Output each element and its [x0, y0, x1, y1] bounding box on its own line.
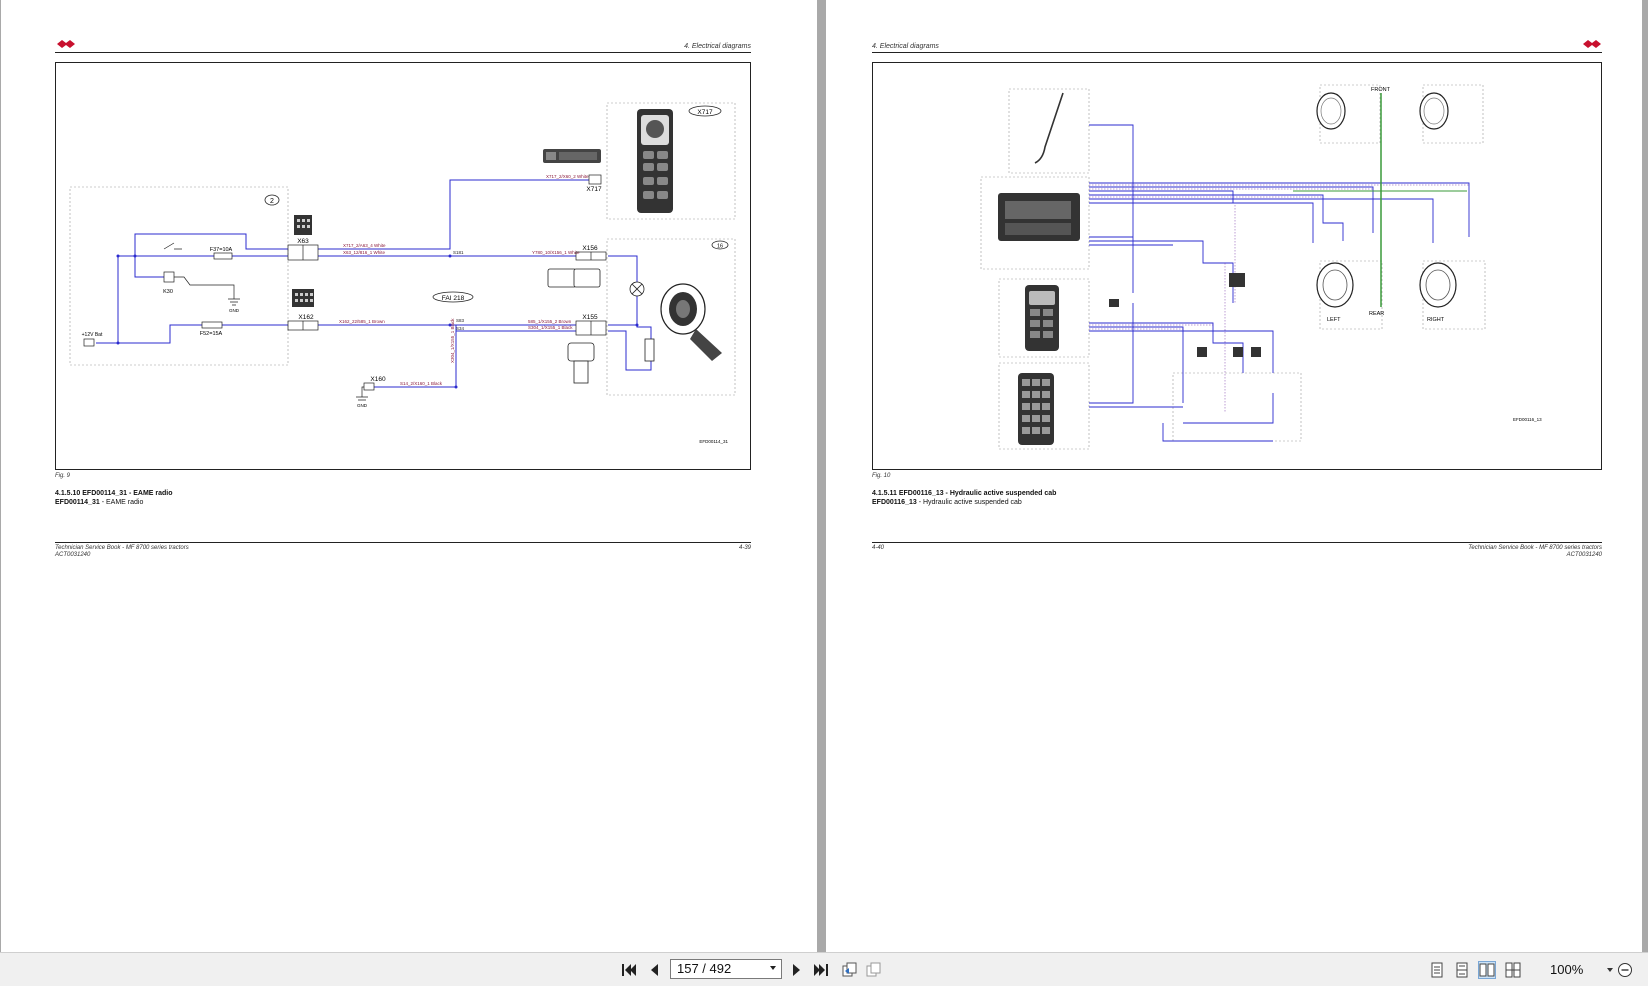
first-page-icon [622, 964, 636, 976]
wire-label-2: X63_12/816_1 White [343, 250, 386, 255]
prev-page-icon [651, 964, 658, 976]
wire-label-5: 585_1/X155_2 Brown [528, 319, 572, 324]
wire-label-7: X717_2/X60_2 White [546, 174, 589, 179]
next-page-icon [793, 964, 800, 976]
footer-title: Technician Service Book - MF 8700 series… [1468, 545, 1602, 551]
speaker-badge: 16 [717, 244, 723, 250]
prev-page-button[interactable] [645, 961, 663, 979]
page-number-input[interactable]: 157 / 492 [670, 959, 782, 979]
x717-label: X717 [586, 186, 602, 193]
fai-label: FAI 218 [442, 295, 465, 302]
fig-label: Fig. 9 [55, 473, 71, 479]
caption-heading: 4.1.5.11 EFD00116_13 - Hydraulic active … [872, 490, 1057, 497]
x155-label: X155 [582, 314, 598, 321]
left-label: LEFT [1327, 317, 1341, 323]
header-rule [55, 52, 751, 53]
next-page-button[interactable] [788, 961, 806, 979]
caption-sub: EFD00114_31 - EAME radio [55, 499, 144, 506]
brand-logo-icon [57, 40, 75, 48]
wiring-diagram-eame-radio: 2 X717 16 FAI 218 [69, 102, 736, 444]
x162-label: X162 [298, 314, 314, 321]
node-label-2: S83 [456, 318, 465, 323]
gnd2-label: GND [357, 403, 368, 408]
single-page-icon [1431, 962, 1443, 978]
zoom-out-button[interactable] [1616, 961, 1634, 979]
node-label-3: S34 [456, 326, 465, 331]
fuse2-label: F52=15A [200, 331, 223, 337]
facing-continuous-view-button[interactable] [1504, 961, 1522, 979]
facing-pages-icon [1479, 963, 1495, 977]
box-badge: 2 [270, 198, 274, 205]
caption-heading: 4.1.5.10 EFD00114_31 - EAME radio [55, 490, 173, 497]
x63-label: X63 [297, 238, 309, 245]
document-viewer[interactable]: 4. Electrical diagrams 2 X717 16 FAI 218 [0, 0, 1648, 952]
relay-label: K30 [163, 289, 173, 295]
footer-rule [872, 542, 1602, 543]
wire-label-6: S304_1/X155_1 Black [528, 325, 573, 330]
wire-label-4: Y780_10/X156_1 White [532, 250, 580, 255]
caption-sub: EFD00116_13 - Hydraulic active suspended… [872, 499, 1022, 506]
fuse1-label: F37=10A [210, 247, 233, 253]
viewer-toolbar: 157 / 492 100% [0, 952, 1648, 986]
facing-view-button[interactable] [1478, 961, 1496, 979]
first-page-button[interactable] [620, 961, 638, 979]
single-page-view-button[interactable] [1428, 961, 1446, 979]
chevron-down-icon[interactable] [770, 966, 776, 970]
figure-suspended-cab: FRONT REAR LEFT RIGHT [872, 62, 1602, 470]
footer-rule [55, 542, 751, 543]
x717-oval-label: X717 [697, 109, 713, 116]
diagram-code-right: EFD00116_13 [1513, 417, 1542, 422]
node-label-1: S181 [453, 250, 464, 255]
zoom-out-icon [1618, 963, 1632, 977]
wire-label-1: X717_2/A63_4 White [343, 243, 386, 248]
section-title: 4. Electrical diagrams [872, 43, 939, 50]
go-back-view-button[interactable] [840, 961, 858, 979]
header-rule [872, 52, 1602, 53]
wiring-diagram-suspended-cab: FRONT REAR LEFT RIGHT [980, 84, 1542, 450]
front-label: FRONT [1371, 87, 1391, 93]
fig-label: Fig. 10 [872, 473, 891, 479]
rear-label: REAR [1369, 311, 1384, 317]
go-forward-view-button[interactable] [864, 961, 882, 979]
battery-label: +12V Bat [82, 332, 103, 338]
footer-page: 4-39 [738, 545, 751, 551]
right-label: RIGHT [1427, 317, 1445, 323]
continuous-page-icon [1456, 962, 1468, 978]
brand-logo-icon [1583, 40, 1601, 48]
chevron-down-icon[interactable] [1607, 968, 1613, 972]
last-page-button[interactable] [812, 961, 830, 979]
forward-view-icon [866, 962, 881, 977]
page-left: 4. Electrical diagrams 2 X717 16 FAI 218 [1, 0, 817, 952]
continuous-view-button[interactable] [1453, 961, 1471, 979]
diagram-code-left: EFD00114_31 [699, 439, 728, 444]
wire-label-9: X304_1/X155_1 Black [450, 318, 455, 363]
facing-continuous-icon [1505, 962, 1521, 978]
wire-label-3: X162_22/585_1 Brown [339, 319, 385, 324]
page-right: 4. Electrical diagrams [826, 0, 1642, 952]
last-page-icon [814, 964, 828, 976]
gnd1-label: GND [229, 308, 240, 313]
footer-doc: ACT0031240 [1566, 552, 1602, 558]
footer-doc: ACT0031240 [55, 552, 91, 558]
zoom-level[interactable]: 100% [1550, 962, 1584, 977]
back-view-icon [842, 962, 857, 977]
figure-eame-radio: 2 X717 16 FAI 218 [55, 62, 751, 470]
footer-page: 4-40 [872, 545, 885, 551]
x156-label: X156 [582, 245, 598, 252]
section-title: 4. Electrical diagrams [684, 43, 751, 50]
x160-label: X160 [370, 376, 386, 383]
wire-label-8: S14_2/X160_1 Black [400, 381, 443, 386]
footer-title: Technician Service Book - MF 8700 series… [55, 545, 189, 551]
